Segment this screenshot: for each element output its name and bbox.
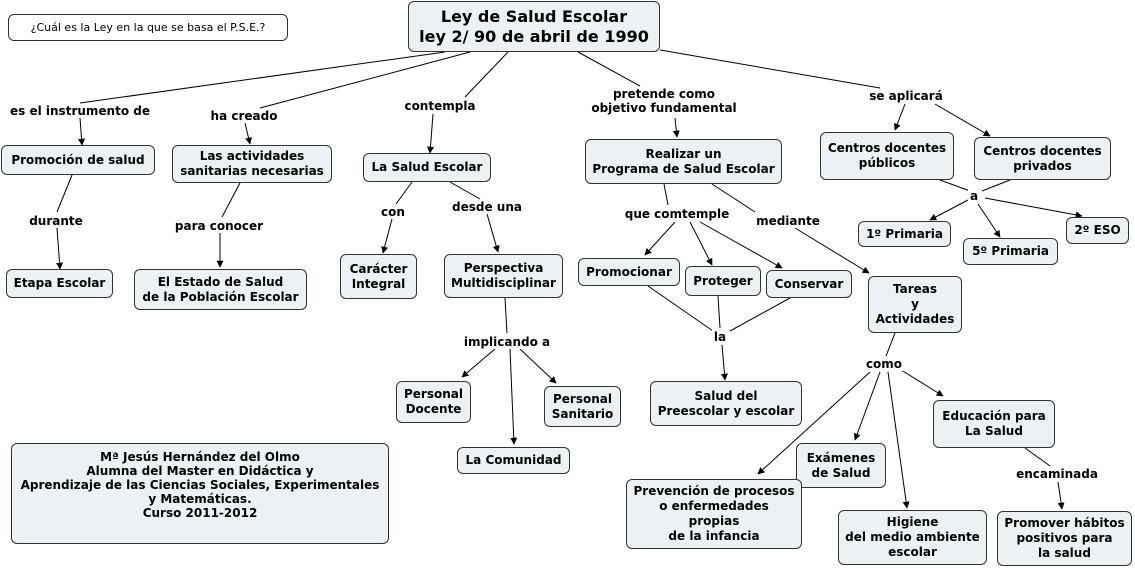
node-primaria-5[interactable]: 5º Primaria [963,238,1058,265]
question-box: ¿Cuál es la Ley en la que se basa el P.S… [8,14,288,41]
link-desde-una: desde una [450,200,524,214]
node-centros-privados[interactable]: Centros docentes privados [974,137,1111,180]
link-a: a [967,189,981,203]
node-estado-salud[interactable]: El Estado de Salud de la Población Escol… [134,269,307,310]
link-ha-creado: ha creado [208,109,280,123]
node-primaria-1[interactable]: 1º Primaria [858,221,951,247]
node-centros-publicos[interactable]: Centros docentes públicos [820,132,954,180]
node-personal-docente[interactable]: Personal Docente [396,381,471,423]
link-como: como [863,357,905,371]
link-la: la [711,330,729,344]
link-encaminada: encaminada [1014,467,1100,481]
node-tareas-actividades[interactable]: Tareas y Actividades [868,276,962,333]
node-etapa-escolar[interactable]: Etapa Escolar [6,269,113,298]
node-caracter-integral[interactable]: Carácter Integral [340,254,417,299]
node-conservar[interactable]: Conservar [766,270,852,298]
link-mediante: mediante [754,214,822,228]
node-programa-salud-escolar[interactable]: Realizar un Programa de Salud Escolar [585,139,782,184]
node-examenes-salud[interactable]: Exámenes de Salud [796,443,886,488]
link-que-comtemple: que comtemple [622,207,732,221]
node-perspectiva-multidisciplinar[interactable]: Perspectiva Multidisciplinar [444,254,563,298]
node-eso-2[interactable]: 2º ESO [1066,217,1129,244]
main-concept[interactable]: Ley de Salud Escolar ley 2/ 90 de abril … [408,1,660,52]
node-comunidad[interactable]: La Comunidad [457,447,570,474]
node-higiene-medio-ambiente[interactable]: Higiene del medio ambiente escolar [838,510,987,565]
link-contempla: contempla [402,99,478,113]
link-con: con [379,205,407,219]
author-info-box: Mª Jesús Hernández del Olmo Alumna del M… [11,443,389,544]
node-salud-preescolar[interactable]: Salud del Preescolar y escolar [650,381,802,426]
node-promocionar[interactable]: Promocionar [578,258,680,286]
node-actividades-sanitarias[interactable]: Las actividades sanitarias necesarias [172,145,332,183]
link-es-instrumento: es el instrumento de [8,104,152,118]
link-para-conocer: para conocer [172,219,266,233]
node-proteger[interactable]: Proteger [685,266,761,296]
node-promover-habitos[interactable]: Promover hábitos positivos para la salud [997,511,1132,566]
node-promocion-salud[interactable]: Promoción de salud [1,145,155,175]
link-implicando-a: implicando a [461,335,553,349]
link-se-aplicara: se aplicará [867,89,945,103]
node-educacion-salud[interactable]: Educación para La Salud [933,400,1055,448]
link-durante: durante [27,214,85,228]
link-pretende-objetivo: pretende como objetivo fundamental [589,87,739,115]
node-prevencion-procesos[interactable]: Prevención de procesos o enfermedades pr… [626,479,802,549]
node-personal-sanitario[interactable]: Personal Sanitario [544,386,621,427]
node-salud-escolar[interactable]: La Salud Escolar [363,153,491,182]
